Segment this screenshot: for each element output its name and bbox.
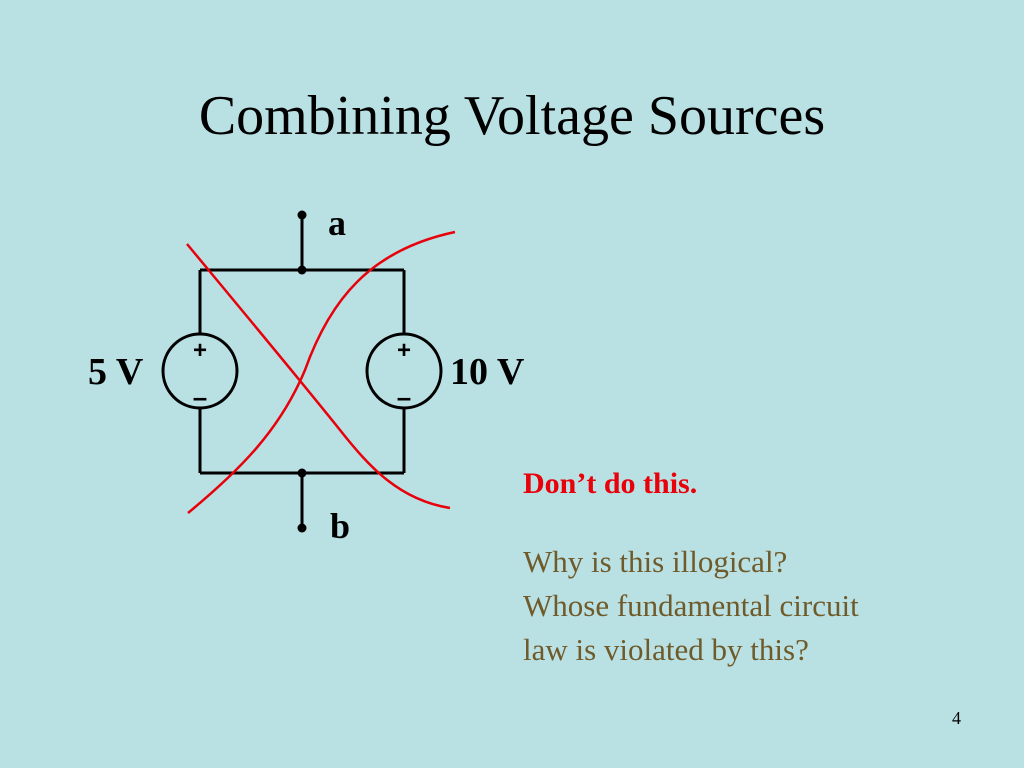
left-source-minus: – [193, 382, 207, 412]
node-a-label: a [328, 203, 346, 243]
right-source-label: 10 V [450, 351, 525, 393]
circuit-wires [198, 215, 406, 528]
right-source-minus: – [397, 382, 411, 412]
junction-bottom-dot [297, 468, 307, 478]
question-text: Why is this illogical? Whose fundamental… [523, 540, 983, 672]
terminal-a-dot [297, 210, 307, 220]
page-number: 4 [952, 708, 961, 728]
warning-text: Don’t do this. [523, 467, 698, 500]
slide-title: Combining Voltage Sources [198, 85, 826, 147]
left-source-plus: + [193, 337, 207, 364]
node-b-label: b [330, 506, 351, 546]
question-line-1: Why is this illogical? [523, 544, 788, 579]
cross-out-stroke-1 [186, 243, 451, 510]
question-line-3: law is violated by this? [523, 632, 809, 667]
right-voltage-source [365, 332, 443, 410]
junction-top-dot [297, 265, 307, 275]
cross-out-stroke-2 [187, 230, 456, 514]
question-line-2: Whose fundamental circuit [523, 588, 859, 623]
terminal-b-dot [297, 523, 307, 533]
left-source-label: 5 V [88, 351, 144, 393]
left-voltage-source [161, 332, 239, 410]
right-source-plus: + [397, 337, 411, 364]
